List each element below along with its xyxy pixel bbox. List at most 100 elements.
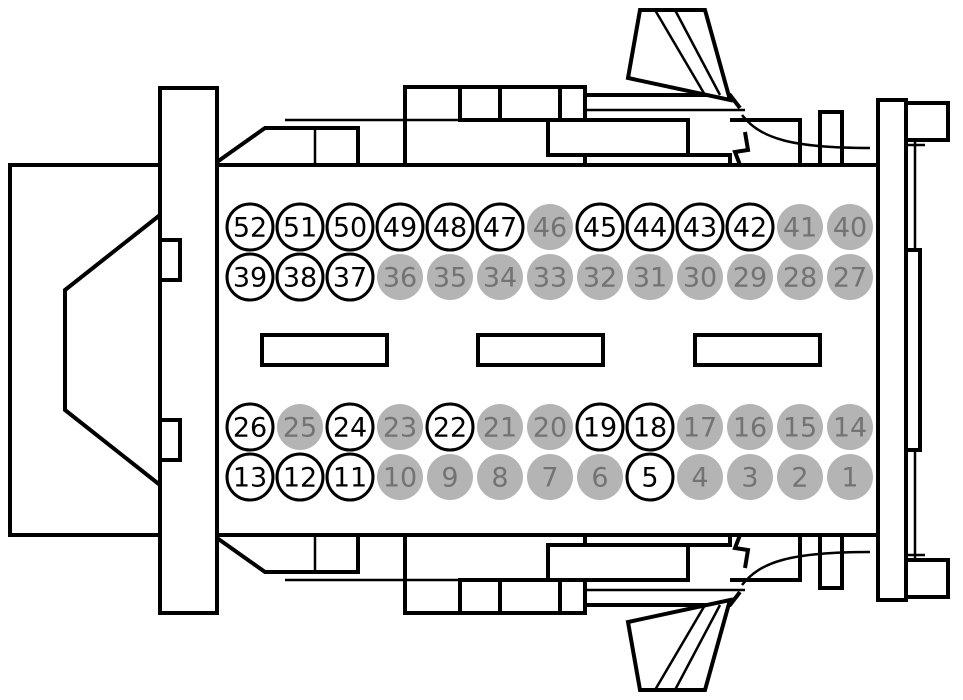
pin-36: 36: [377, 254, 423, 300]
pin-42: 42: [725, 202, 775, 252]
pin-circle: [427, 254, 473, 300]
pin-label: 30: [683, 263, 717, 294]
pin-circle: [827, 404, 873, 450]
pin-4: 4: [677, 454, 723, 500]
pin-circle: [325, 202, 375, 252]
pin-circle: [577, 454, 623, 500]
pin-circle: [325, 252, 375, 302]
pin-label: 25: [283, 413, 317, 444]
right-clip-lower: [904, 558, 950, 599]
pin-label: 5: [641, 463, 658, 494]
pin-label: 26: [233, 413, 267, 444]
pin-label: 34: [483, 263, 517, 294]
pin-label: 36: [383, 263, 417, 294]
pin-50: 50: [325, 202, 375, 252]
pin-circle: [527, 404, 573, 450]
pin-circle: [425, 202, 475, 252]
pin-circle: [377, 404, 423, 450]
top-side-post: [818, 110, 844, 167]
pin-label: 41: [783, 213, 817, 244]
flange-tab-upper: [158, 238, 182, 282]
pin-10: 10: [377, 454, 423, 500]
pin-label: 21: [483, 413, 517, 444]
top-shell-outline: [215, 126, 360, 165]
pin-circle: [627, 254, 673, 300]
pin-8: 8: [477, 454, 523, 500]
pin-29: 29: [727, 254, 773, 300]
pin-circle: [777, 254, 823, 300]
pin-12: 12: [275, 452, 325, 502]
pin-43: 43: [675, 202, 725, 252]
pin-label: 8: [491, 463, 508, 494]
pin-circle: [777, 204, 823, 250]
pin-label: 39: [233, 263, 267, 294]
pin-circle: [625, 402, 675, 452]
pin-48: 48: [425, 202, 475, 252]
pin-22: 22: [425, 402, 475, 452]
pin-label: 52: [233, 213, 267, 244]
pin-circle: [377, 454, 423, 500]
pin-circle: [475, 202, 525, 252]
bottom-side-post: [818, 533, 844, 590]
pin-33: 33: [527, 254, 573, 300]
pin-circle: [477, 404, 523, 450]
pin-label: 47: [483, 213, 517, 244]
pin-label: 3: [741, 463, 758, 494]
pin-circle: [677, 404, 723, 450]
keying-slot-center: [476, 333, 605, 367]
pin-circle: [677, 254, 723, 300]
pin-circle: [677, 454, 723, 500]
top-retention-fin: [625, 8, 733, 103]
pin-label: 49: [383, 213, 417, 244]
bottom-retention-fin: [625, 597, 733, 692]
keying-slot-right: [693, 333, 822, 367]
pin-label: 40: [833, 213, 867, 244]
pin-label: 17: [683, 413, 717, 444]
pin-circle: [527, 204, 573, 250]
pin-32: 32: [577, 254, 623, 300]
pin-circle: [275, 252, 325, 302]
pin-16: 16: [727, 404, 773, 450]
pin-35: 35: [427, 254, 473, 300]
pin-label: 12: [283, 463, 317, 494]
pin-label: 45: [583, 213, 617, 244]
pin-label: 7: [541, 463, 558, 494]
pin-circle: [425, 402, 475, 452]
pin-31: 31: [627, 254, 673, 300]
pin-label: 11: [333, 463, 367, 494]
pin-30: 30: [677, 254, 723, 300]
pin-27: 27: [827, 254, 873, 300]
keying-slot-left: [260, 333, 389, 367]
pin-circle: [427, 454, 473, 500]
pin-label: 27: [833, 263, 867, 294]
pin-label: 20: [533, 413, 567, 444]
pin-41: 41: [777, 204, 823, 250]
pin-label: 6: [591, 463, 608, 494]
pin-label: 44: [633, 213, 667, 244]
pin-label: 42: [733, 213, 767, 244]
pin-2: 2: [777, 454, 823, 500]
pin-circle: [725, 202, 775, 252]
pin-label: 46: [533, 213, 567, 244]
pin-label: 31: [633, 263, 667, 294]
pin-label: 33: [533, 263, 567, 294]
right-end-plate: [876, 98, 908, 602]
pin-39: 39: [225, 252, 275, 302]
pin-circle: [277, 404, 323, 450]
pin-circle: [727, 254, 773, 300]
pin-11: 11: [325, 452, 375, 502]
pin-circle: [827, 454, 873, 500]
pin-label: 32: [583, 263, 617, 294]
pin-label: 37: [333, 263, 367, 294]
pin-label: 35: [433, 263, 467, 294]
pin-1: 1: [827, 454, 873, 500]
pin-40: 40: [827, 204, 873, 250]
pin-51: 51: [275, 202, 325, 252]
pin-circle: [577, 254, 623, 300]
pin-25: 25: [277, 404, 323, 450]
pin-label: 38: [283, 263, 317, 294]
right-clip-upper: [904, 101, 950, 142]
pin-37: 37: [325, 252, 375, 302]
pin-circle: [477, 254, 523, 300]
